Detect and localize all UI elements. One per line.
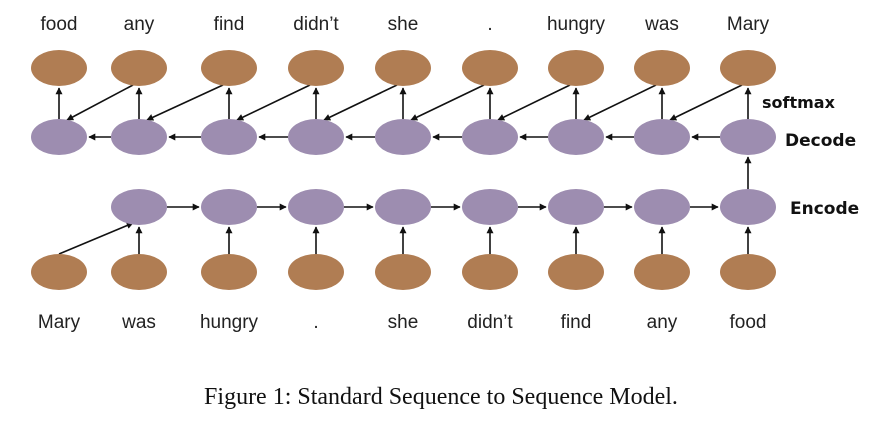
encoder-node bbox=[634, 189, 690, 225]
output-feedback-arrow bbox=[323, 84, 398, 121]
output-node bbox=[31, 50, 87, 86]
output-node bbox=[375, 50, 431, 86]
output-word: . bbox=[487, 14, 492, 35]
input-node bbox=[288, 254, 344, 290]
output-word: Mary bbox=[727, 14, 770, 35]
input-node bbox=[375, 254, 431, 290]
output-word: any bbox=[124, 14, 155, 35]
encoder-node bbox=[548, 189, 604, 225]
encode-label: Encode bbox=[790, 199, 859, 219]
encoder-node bbox=[462, 189, 518, 225]
decode-label: Decode bbox=[785, 131, 856, 151]
output-word: hungry bbox=[547, 14, 606, 35]
output-feedback-arrow bbox=[497, 84, 571, 121]
input-word: hungry bbox=[200, 312, 259, 333]
output-feedback-arrow bbox=[236, 84, 311, 121]
output-node bbox=[288, 50, 344, 86]
decoder-node bbox=[634, 119, 690, 155]
output-word: didn’t bbox=[293, 14, 339, 35]
input-to-encoder-arrow bbox=[58, 222, 134, 255]
decoder-node bbox=[288, 119, 344, 155]
output-feedback-arrow bbox=[583, 84, 657, 121]
encoder-node bbox=[111, 189, 167, 225]
output-word: find bbox=[214, 14, 245, 35]
decoder-node bbox=[375, 119, 431, 155]
arrow-layer bbox=[55, 84, 752, 255]
input-node bbox=[31, 254, 87, 290]
decoder-node bbox=[548, 119, 604, 155]
output-feedback-arrow bbox=[146, 84, 224, 121]
input-node bbox=[720, 254, 776, 290]
decoder-node bbox=[111, 119, 167, 155]
input-node bbox=[462, 254, 518, 290]
output-node bbox=[720, 50, 776, 86]
output-node bbox=[462, 50, 518, 86]
output-node bbox=[634, 50, 690, 86]
output-word: she bbox=[388, 14, 419, 35]
decoder-node bbox=[720, 119, 776, 155]
decoder-node bbox=[462, 119, 518, 155]
input-node bbox=[201, 254, 257, 290]
input-word: she bbox=[388, 312, 419, 333]
encoder-node bbox=[720, 189, 776, 225]
input-word: food bbox=[730, 312, 767, 333]
input-word: . bbox=[313, 312, 318, 333]
output-node bbox=[201, 50, 257, 86]
output-node bbox=[111, 50, 167, 86]
output-feedback-arrow bbox=[410, 84, 485, 121]
input-node bbox=[111, 254, 167, 290]
figure-caption: Figure 1: Standard Sequence to Sequence … bbox=[204, 384, 678, 410]
input-word: was bbox=[121, 312, 156, 333]
input-word: any bbox=[647, 312, 678, 333]
decoder-node bbox=[31, 119, 87, 155]
output-word: food bbox=[41, 14, 78, 35]
decoder-node bbox=[201, 119, 257, 155]
encoder-node bbox=[201, 189, 257, 225]
output-feedback-arrow bbox=[669, 84, 743, 121]
encoder-node bbox=[375, 189, 431, 225]
node-layer bbox=[31, 50, 776, 290]
input-node bbox=[634, 254, 690, 290]
input-node bbox=[548, 254, 604, 290]
input-word: Mary bbox=[38, 312, 81, 333]
input-word: didn’t bbox=[467, 312, 513, 333]
encoder-node bbox=[288, 189, 344, 225]
output-node bbox=[548, 50, 604, 86]
output-feedback-arrow bbox=[66, 84, 134, 121]
output-word: was bbox=[644, 14, 679, 35]
input-word: find bbox=[561, 312, 592, 333]
softmax-label: softmax bbox=[762, 93, 836, 112]
